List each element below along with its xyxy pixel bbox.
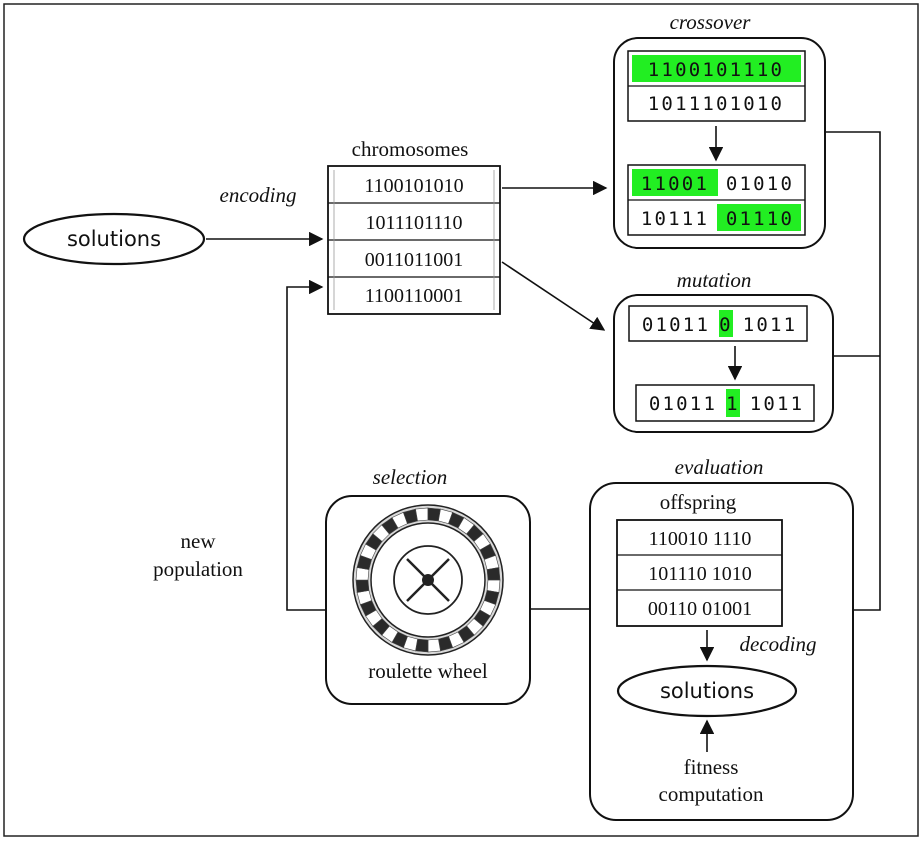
offspring-solutions-label: solutions [660, 679, 754, 703]
chromosome-row: 1100101010 [364, 175, 463, 197]
decoding-label: decoding [740, 632, 817, 656]
offspring-row: 00110 01001 [648, 598, 752, 620]
selection-title: selection [373, 465, 448, 489]
chromosome-row: 0011011001 [365, 249, 464, 271]
mutation-bit: 1 [726, 393, 740, 415]
chromosomes-title: chromosomes [352, 137, 469, 161]
roulette-pocket [415, 507, 429, 522]
evaluation-title: evaluation [675, 455, 764, 479]
crossover-child-segment: 10111 [641, 208, 709, 230]
crossover-highlight [632, 55, 801, 82]
roulette-wheel-caption: roulette wheel [368, 659, 488, 683]
mutation-highlight [726, 389, 740, 417]
crossover-parent: 1011101010 [648, 93, 784, 115]
roulette-pocket [486, 567, 501, 581]
new-population-loop-arrow [286, 279, 326, 611]
chromosomes-table: 1100101010 1011101110 0011011001 1100110… [327, 165, 501, 315]
roulette-pocket [355, 579, 370, 593]
new-population-line2: population [153, 557, 243, 581]
mutation-segment: 01011 [649, 393, 717, 415]
fitness-label-line1: fitness [684, 755, 739, 779]
chromosome-row: 1100110001 [365, 285, 464, 307]
offspring-solutions-ellipse [616, 664, 798, 718]
solutions-label: solutions [67, 227, 161, 251]
roulette-pocket [427, 638, 441, 653]
offspring-table: 110010 1110 101110 1010 00110 01001 [616, 519, 783, 627]
mutation-title: mutation [677, 268, 752, 292]
mutation-bit: 0 [719, 314, 733, 336]
mutation-before: 01011 0 1011 [628, 305, 808, 342]
crossover-title: crossover [670, 10, 752, 34]
roulette-wheel-icon [352, 504, 504, 656]
new-population-line1: new [181, 529, 217, 553]
crossover-highlight [632, 169, 718, 196]
crossover-before: 1100101110 1011101010 [627, 50, 806, 122]
mutation-segment: 01011 [642, 314, 710, 336]
mutation-after: 01011 1 1011 [635, 384, 815, 422]
fitness-label-line2: computation [659, 782, 764, 806]
crossover-parent: 1100101110 [648, 59, 784, 81]
outer-frame [3, 3, 919, 837]
mutation-highlight [719, 310, 733, 337]
offspring-title: offspring [660, 490, 737, 514]
crossover-child-segment: 01110 [726, 208, 794, 230]
encoding-label: encoding [220, 183, 297, 207]
mutation-segment: 1011 [743, 314, 798, 336]
crossover-to-evaluation-line [826, 131, 881, 611]
crossover-after: 11001 01010 10111 01110 [627, 164, 806, 236]
solutions-ellipse [22, 212, 206, 266]
offspring-row: 110010 1110 [649, 528, 752, 550]
crossover-child-segment: 01010 [726, 173, 794, 195]
crossover-child-segment: 11001 [641, 173, 709, 195]
chromosomes-to-mutation-arrow [501, 261, 606, 331]
offspring-row: 101110 1010 [648, 563, 752, 585]
crossover-highlight [717, 204, 801, 231]
mutation-segment: 1011 [750, 393, 805, 415]
chromosome-row: 1011101110 [365, 212, 462, 234]
